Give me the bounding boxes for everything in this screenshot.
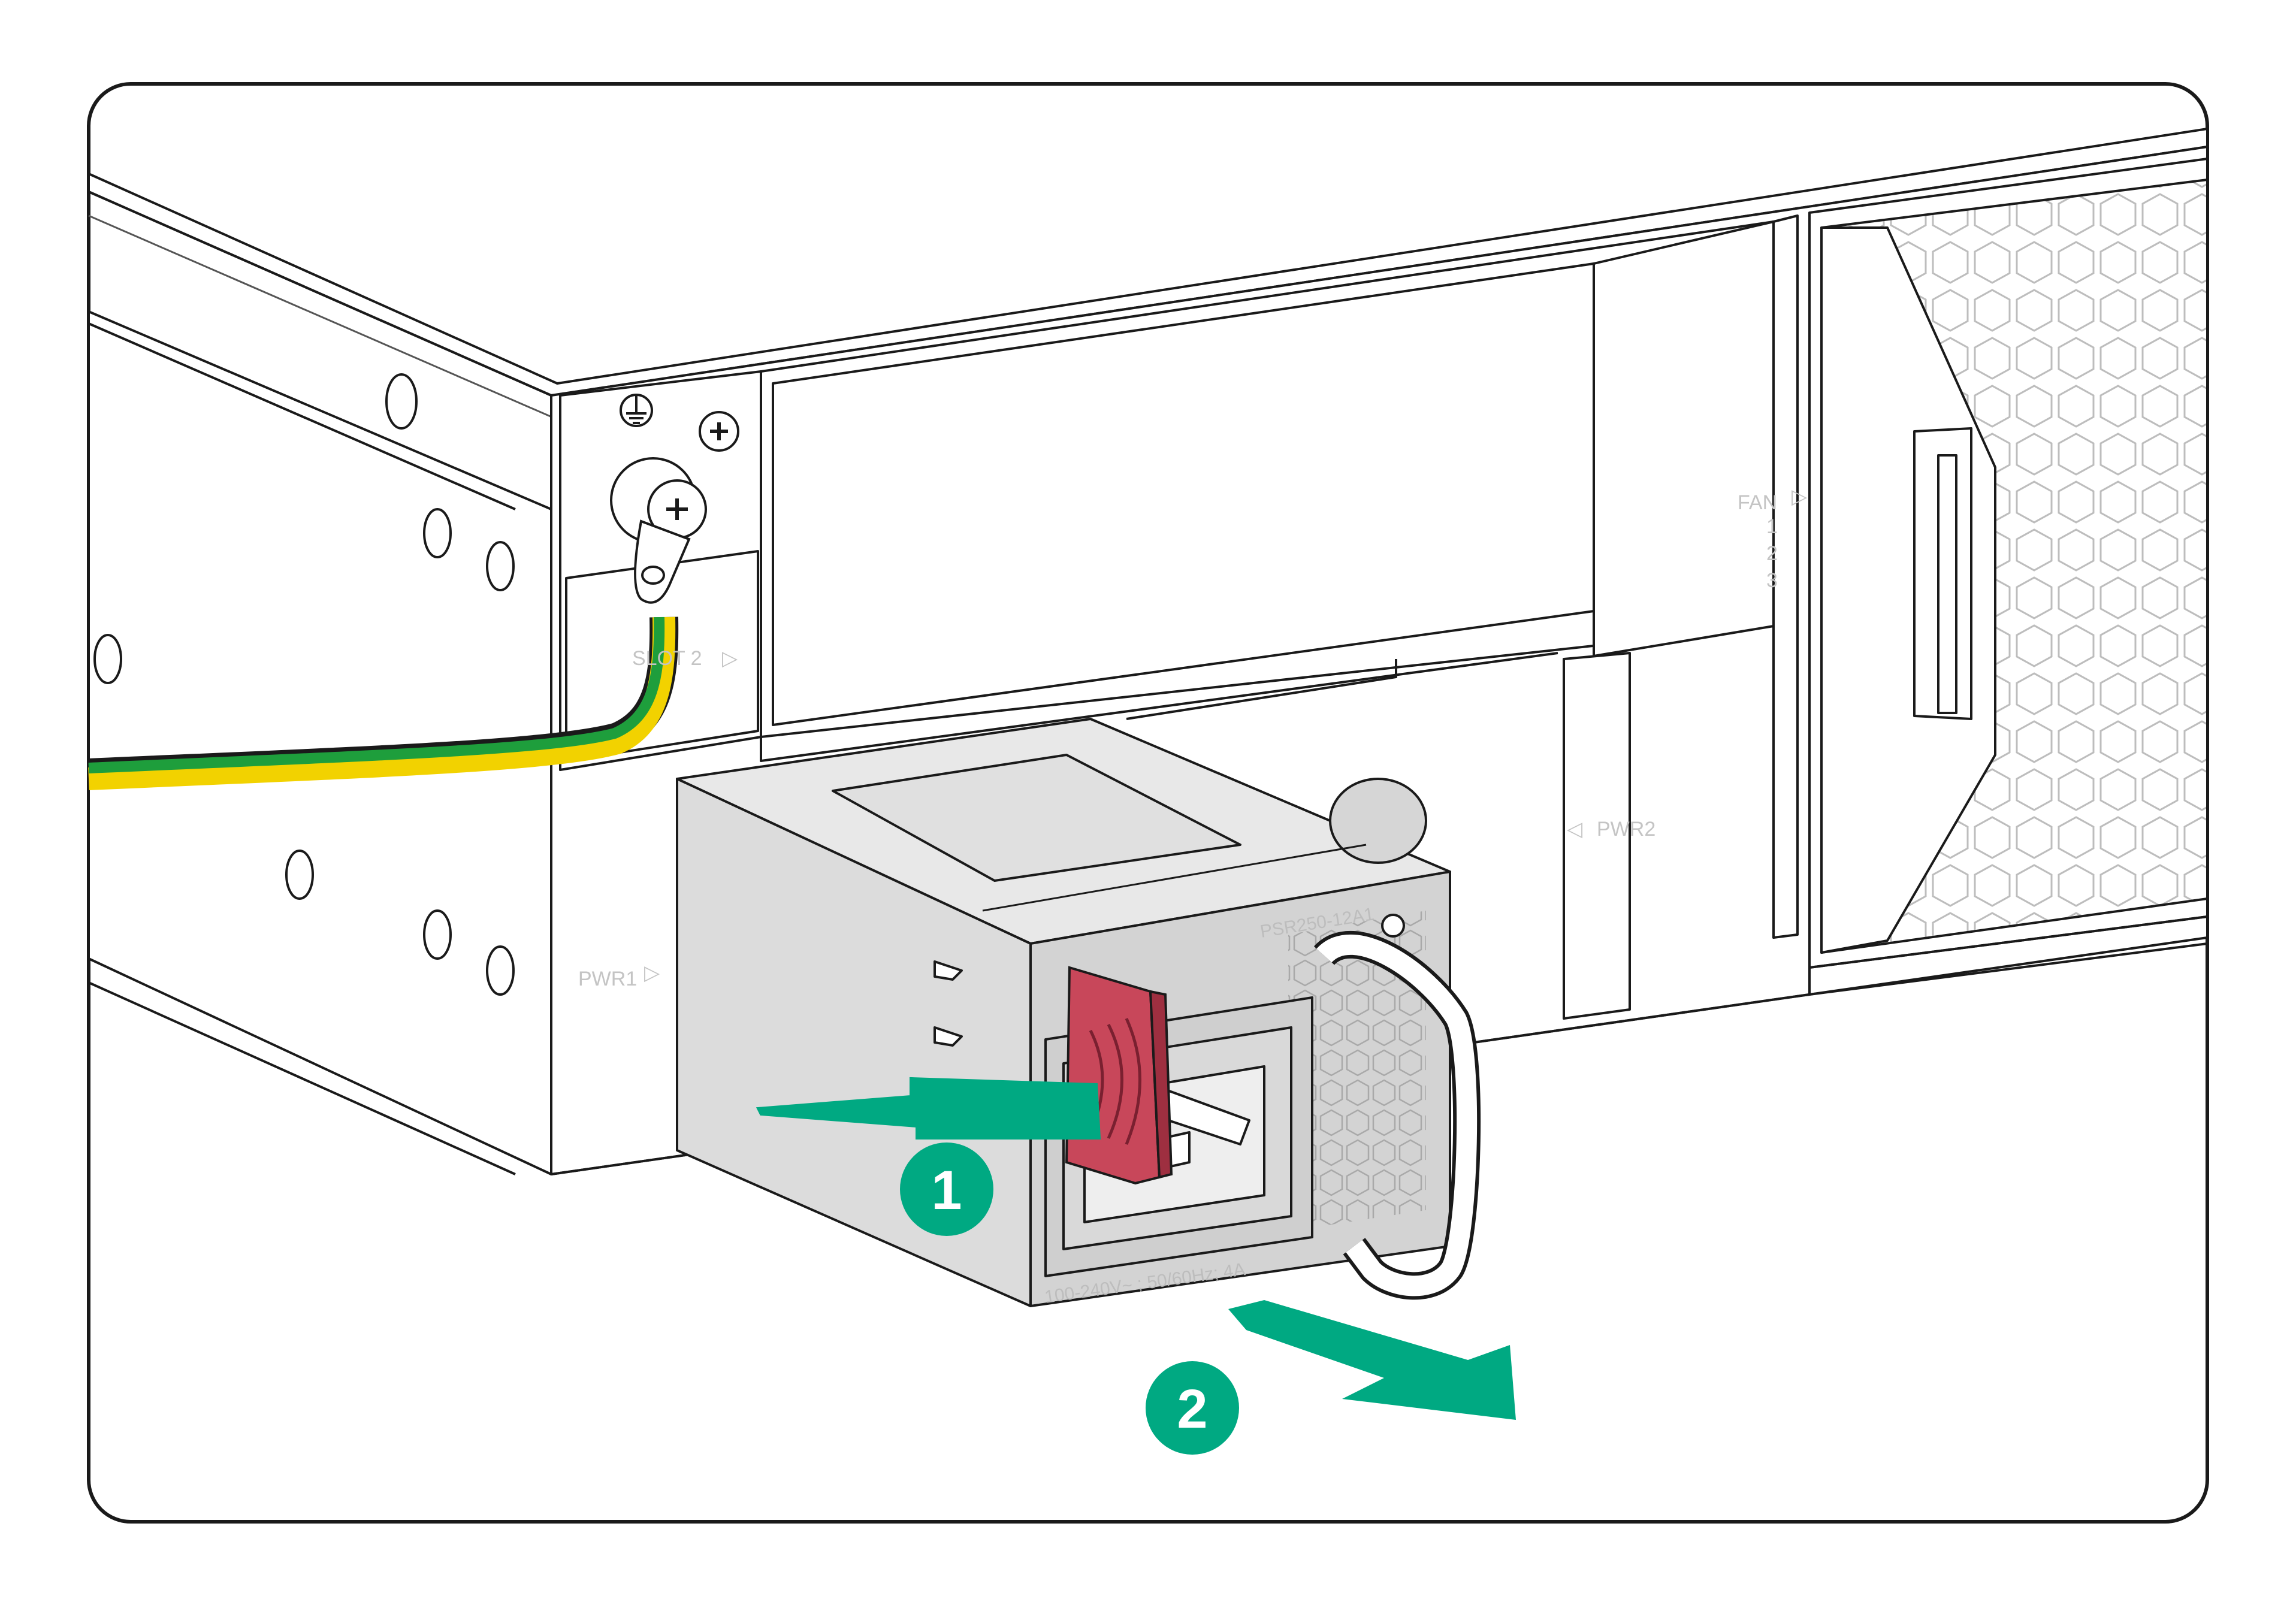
step-1-badge: 1	[900, 1142, 993, 1236]
fan-number-3: 3	[1766, 569, 1778, 592]
ground-terminal	[610, 394, 739, 604]
chassis-hole	[423, 508, 452, 558]
ground-cable	[87, 616, 679, 790]
chassis-hole	[486, 541, 515, 591]
pwr1-label: PWR1	[578, 968, 637, 990]
chassis-hole	[385, 373, 418, 430]
push-arrow	[756, 1077, 1101, 1140]
fan-number-2: 2	[1766, 542, 1778, 565]
arrow-left-icon: ◁	[1567, 818, 1583, 841]
arrow-right-icon: ▷	[1792, 485, 1808, 508]
release-latch[interactable]	[1065, 966, 1173, 1185]
pwr2-label: PWR2	[1597, 818, 1655, 841]
step-2-badge: 2	[1146, 1361, 1239, 1455]
chassis-hole	[93, 634, 122, 684]
chassis-hole	[423, 909, 452, 960]
chassis-hole	[486, 945, 515, 996]
pull-arrow	[1228, 1300, 1516, 1420]
svg-text:1: 1	[931, 1160, 962, 1221]
arrow-right-icon: ▷	[644, 962, 660, 984]
fan-number-1: 1	[1766, 515, 1778, 538]
svg-text:2: 2	[1177, 1379, 1207, 1440]
slot-label: SLOT 2	[632, 647, 702, 670]
arrow-right-icon: ▷	[722, 647, 738, 670]
fan-label: FAN	[1738, 491, 1777, 514]
chassis-hole	[285, 850, 314, 900]
